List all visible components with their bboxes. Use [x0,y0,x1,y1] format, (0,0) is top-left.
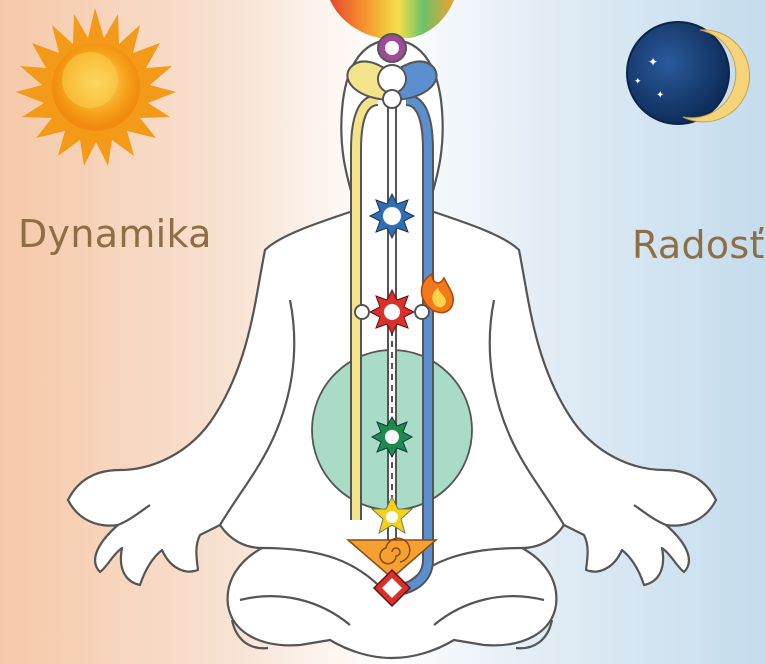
dynamics-label: Dynamika [18,212,212,256]
crown-chakra-icon [378,34,406,62]
svg-text:✦: ✦ [648,55,658,69]
navel-chakra-icon [372,417,412,457]
left-node [355,305,369,319]
svg-text:✦: ✦ [634,77,642,87]
joy-label: Radosť [632,223,765,267]
svg-text:✦: ✦ [656,90,664,101]
throat-chakra-icon [370,194,414,238]
moon-icon: ✦ ✦ ✦ [627,22,750,124]
sun-icon [16,8,176,166]
crown-flame [330,0,454,38]
right-node [415,305,429,319]
heart-chakra-icon [370,290,414,334]
